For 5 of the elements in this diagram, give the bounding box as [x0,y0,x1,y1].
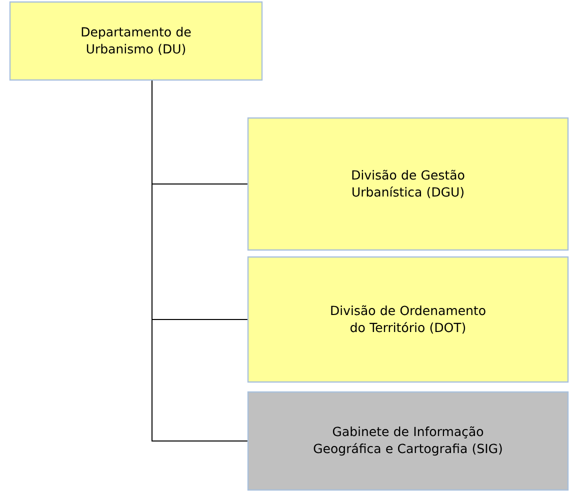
org-box: Divisão de Gestão Urbanística (DGU) [247,117,569,251]
org-box: Departamento de Urbanismo (DU) [9,1,263,81]
org-box: Gabinete de Informação Geográfica e Cartografia (SIG) [247,391,569,491]
connector-line [152,80,248,442]
org-box: Divisão de Ordenamento do Território (DOT) [247,256,569,383]
